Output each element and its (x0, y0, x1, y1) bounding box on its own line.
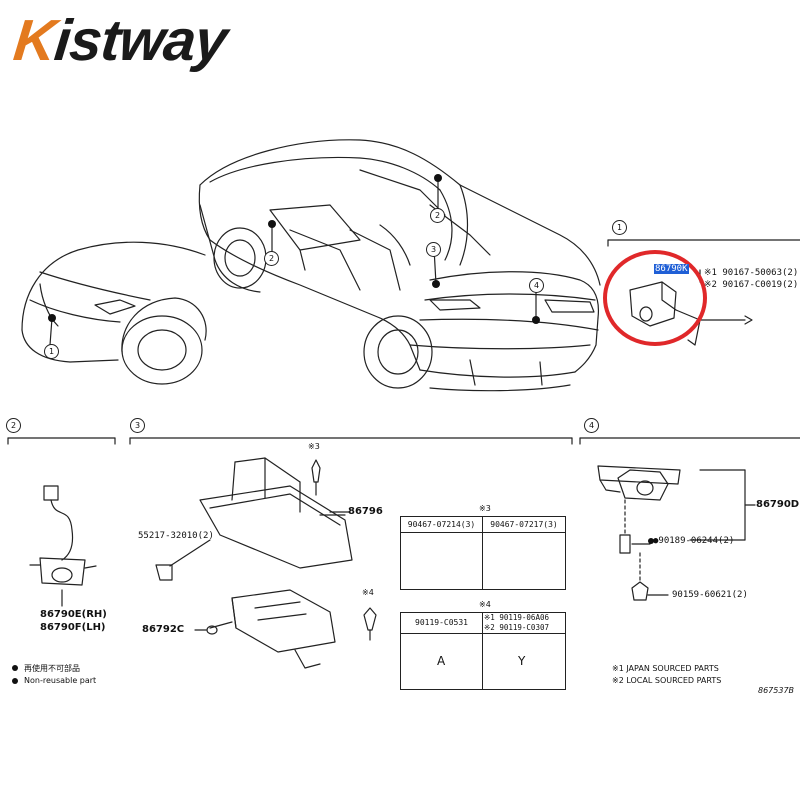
highlight-circle (603, 250, 707, 346)
callout-3: 3 (426, 242, 441, 257)
detail-4-lines (579, 437, 800, 601)
section-4-number: 4 (584, 418, 599, 433)
table-bottom-note: ※4 (479, 600, 491, 609)
legend-nonreusable-jp: 再使用不可部品 (24, 664, 80, 673)
section1-note-1: ※1 90167-50063(2) (704, 268, 799, 278)
part-86796-label: 86796 (348, 506, 383, 517)
part-86790D-label: 86790D (756, 499, 800, 510)
section1-note-2: ※2 90167-C0019(2) (704, 280, 799, 290)
section-3-number: 3 (130, 418, 145, 433)
table-top-note: ※3 (479, 504, 491, 513)
table-bottom-col-2: ※1 90119-06A06 ※2 90119-C0307 (483, 613, 565, 634)
callout-2b: 2 (430, 208, 445, 223)
sedan-main-view (198, 139, 601, 392)
callout-4: 4 (529, 278, 544, 293)
part-90159-label: 90159-60621(2) (672, 590, 748, 600)
note-3-marker: ※3 (308, 442, 320, 451)
nut-letter-a: A (437, 654, 446, 668)
legend-nonreusable-en: Non-reusable part (24, 676, 97, 685)
part-86790E-label: 86790E(RH) (40, 609, 107, 620)
fastener-table-top: 90467-07214(3) 90467-07217(3) (400, 516, 566, 590)
front-car-view (21, 241, 207, 385)
table-bottom-col-1: 90119-C0531 (401, 613, 482, 634)
fastener-table-bottom: 90119-C0531 ※1 90119-06A06 ※2 90119-C030… (400, 612, 566, 690)
table-top-col-2: 90467-07217(3) (483, 517, 565, 533)
part-86790K-label: 86790K (654, 264, 689, 274)
nut-letter-y: Y (518, 654, 526, 668)
note-4-marker: ※4 (362, 588, 374, 597)
part-86790F-label: 86790F(LH) (40, 622, 106, 633)
detail-2-lines (7, 437, 116, 607)
section-1-number: 1 (612, 220, 627, 235)
part-90189-label: ●90189-06244(2) (653, 536, 735, 546)
footnote-japan: ※1 JAPAN SOURCED PARTS (612, 664, 719, 673)
table-top-col-1: 90467-07214(3) (401, 517, 482, 533)
callout-1: 1 (44, 344, 59, 359)
diagram-id: 867537B (758, 686, 795, 695)
part-55217-label: 55217-32010(2) (138, 531, 214, 541)
part-86792C-label: 86792C (142, 624, 185, 635)
section-2-number: 2 (6, 418, 21, 433)
footnote-local: ※2 LOCAL SOURCED PARTS (612, 676, 722, 685)
callout-2a: 2 (264, 251, 279, 266)
